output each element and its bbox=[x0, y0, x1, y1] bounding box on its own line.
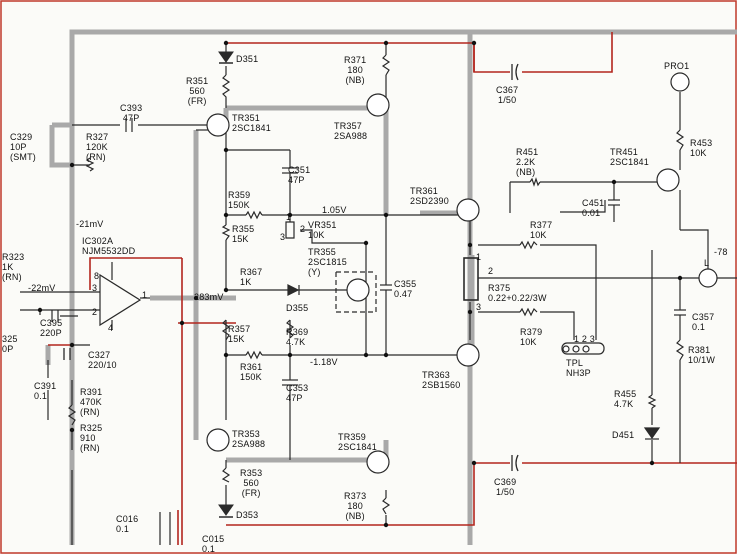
label-r377: R377 10K bbox=[530, 220, 553, 240]
vr351-pin-2: 2 bbox=[300, 224, 306, 234]
label-d353: D353 bbox=[236, 510, 259, 520]
label-c395: C395 220P bbox=[40, 318, 63, 338]
label-r391: R391 470K (RN) bbox=[80, 387, 103, 417]
label-r323: R323 1K (RN) bbox=[2, 252, 25, 282]
label-c357: C357 0.1 bbox=[692, 312, 715, 332]
label-r369: R369 4.7K bbox=[286, 327, 309, 347]
label-tr361: TR361 2SD2390 bbox=[410, 186, 449, 206]
label-tr451: TR451 2SC1841 bbox=[610, 147, 649, 167]
pin-1: 1 bbox=[142, 290, 148, 300]
r375-pin-3: 3 bbox=[476, 302, 482, 312]
pin-3: 3 bbox=[92, 283, 98, 293]
transistor-symbols bbox=[206, 93, 680, 474]
label-c325: 325 0P bbox=[2, 334, 18, 354]
label-r379: R379 10K bbox=[520, 327, 543, 347]
label-c327: C327 220/10 bbox=[88, 350, 117, 370]
label-r381: R381 10/1W bbox=[688, 345, 716, 365]
pin-4: 4 bbox=[108, 323, 114, 333]
label-r373: R373 180 (NB) bbox=[344, 491, 367, 521]
label-r455: R455 4.7K bbox=[614, 389, 637, 409]
label-c355: C355 0.47 bbox=[394, 279, 417, 299]
vr351-pin-1: 1 bbox=[286, 212, 292, 222]
label-r327: R327 120K (RN) bbox=[86, 132, 109, 162]
label-c015: C015 0.1 bbox=[202, 534, 225, 554]
label-c391: C391 0.1 bbox=[34, 381, 57, 401]
tpl-pins: 1 2 3 bbox=[574, 334, 596, 344]
electrolytic-caps bbox=[63, 63, 519, 472]
label-c351: C351 47P bbox=[288, 165, 311, 185]
label-21mv: -21mV bbox=[76, 219, 104, 229]
label-c367: C367 1/50 bbox=[496, 85, 519, 105]
label-tpl: TPL NH3P bbox=[566, 358, 591, 378]
label-c451: C451 0.01 bbox=[582, 198, 605, 218]
label-r325: R325 910 (RN) bbox=[80, 423, 103, 453]
label-c353: C353 47P bbox=[286, 383, 309, 403]
label-r367: R367 1K bbox=[240, 267, 263, 287]
label-tr359: TR359 2SC1841 bbox=[338, 432, 377, 452]
l-output-terminal bbox=[698, 268, 718, 288]
label-tr353: TR353 2SA988 bbox=[232, 429, 266, 449]
label-r361: R361 150K bbox=[240, 362, 263, 382]
label-l-output: L bbox=[704, 258, 710, 268]
label-r357: R357 15K bbox=[228, 324, 251, 344]
r375-pin-1: 1 bbox=[476, 252, 482, 262]
supply-wires bbox=[48, 32, 737, 545]
label-r453: R453 10K bbox=[690, 138, 713, 158]
label-1-18v: -1.18V bbox=[310, 357, 338, 367]
ground-rails bbox=[45, 29, 737, 545]
junction-dots bbox=[37, 40, 683, 528]
label-r375: R375 0.22+0.22/3W bbox=[488, 283, 547, 303]
label-vr351: VR351 10K bbox=[308, 220, 337, 240]
label-pro1: PRO1 bbox=[664, 61, 690, 71]
label-c016: C016 0.1 bbox=[116, 514, 139, 534]
pro1-terminal bbox=[670, 72, 690, 92]
label-283mv: 283mV bbox=[194, 292, 224, 302]
diode-symbols bbox=[218, 51, 234, 518]
vr351-pin-3: 3 bbox=[280, 232, 286, 242]
label-tr355: TR355 2SC1815 (Y) bbox=[308, 247, 347, 277]
label-d351: D351 bbox=[236, 54, 259, 64]
label-22mv: -22mV bbox=[28, 283, 56, 293]
label-1-05v: 1.05V bbox=[322, 205, 347, 215]
label-r355: R355 15K bbox=[232, 224, 255, 244]
label-d355: D355 bbox=[286, 303, 309, 313]
label-r451: R451 2.2K (NB) bbox=[516, 147, 539, 177]
resistor-symbols bbox=[67, 54, 685, 515]
pin-8: 8 bbox=[94, 271, 100, 281]
pin-2: 2 bbox=[92, 307, 98, 317]
label-tr363: TR363 2SB1560 bbox=[422, 370, 461, 390]
label-r371: R371 180 (NB) bbox=[344, 55, 367, 85]
label-r351: R351 560 (FR) bbox=[186, 76, 209, 106]
label-c393: C393 47P bbox=[120, 103, 143, 123]
label-r359: R359 150K bbox=[228, 190, 251, 210]
label-c369: C369 1/50 bbox=[494, 477, 517, 497]
label-d451: D451 bbox=[612, 430, 635, 440]
label-tr351: TR351 2SC1841 bbox=[232, 113, 271, 133]
label-tr357: TR357 2SA988 bbox=[334, 121, 368, 141]
label-78mv: -78 bbox=[714, 247, 728, 257]
label-r353: R353 560 (FR) bbox=[240, 468, 263, 498]
r375-pin-2: 2 bbox=[488, 266, 494, 276]
label-c329: C329 10P (SMT) bbox=[10, 132, 36, 162]
label-ic302a: IC302A NJM5532DD bbox=[82, 236, 136, 256]
